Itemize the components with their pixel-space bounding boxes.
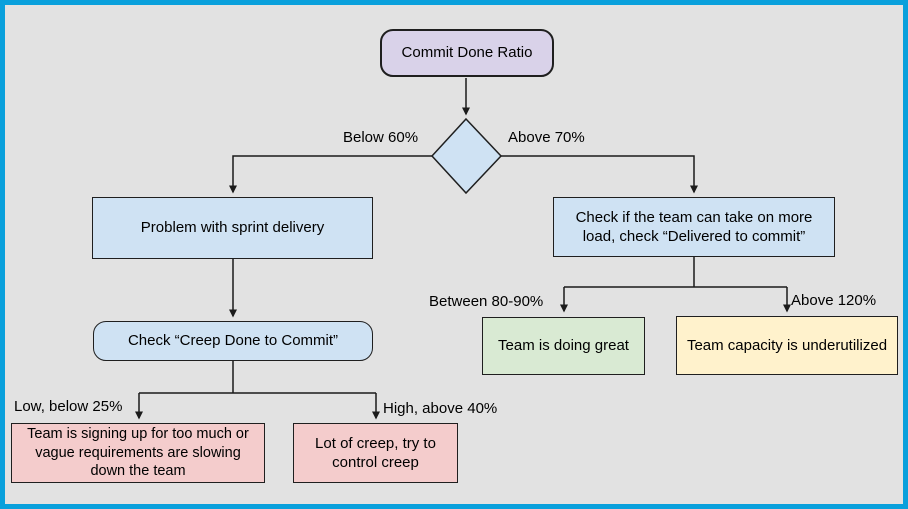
node-commit-done-ratio: Commit Done Ratio: [380, 29, 554, 77]
node-check-team-load: Check if the team can take on more load,…: [553, 197, 835, 257]
connector-diamond-to-load: [501, 155, 698, 194]
node-capacity-underutilized: Team capacity is underutilized: [676, 316, 898, 375]
edge-label-below-60: Below 60%: [343, 129, 419, 146]
node-lot-of-creep: Lot of creep, try to control creep: [293, 423, 458, 483]
edge-label-between-80-90: Between 80-90%: [429, 293, 544, 310]
connector-load-split: [564, 257, 787, 288]
decision-diamond: [430, 117, 503, 195]
edge-label-high-above-40: High, above 40%: [383, 400, 498, 417]
node-signing-up-too-much: Team is signing up for too much or vague…: [11, 423, 265, 483]
connector-creep-split: [139, 361, 376, 394]
edge-label-low-below-25: Low, below 25%: [14, 398, 123, 415]
node-problem-sprint-delivery: Problem with sprint delivery: [92, 197, 373, 259]
node-team-doing-great: Team is doing great: [482, 317, 645, 375]
connector-diamond-to-problem: [229, 155, 432, 194]
node-check-creep-done-to-commit: Check “Creep Done to Commit”: [93, 321, 373, 361]
edge-label-above-120: Above 120%: [791, 292, 877, 309]
edge-label-above-70: Above 70%: [508, 129, 585, 146]
